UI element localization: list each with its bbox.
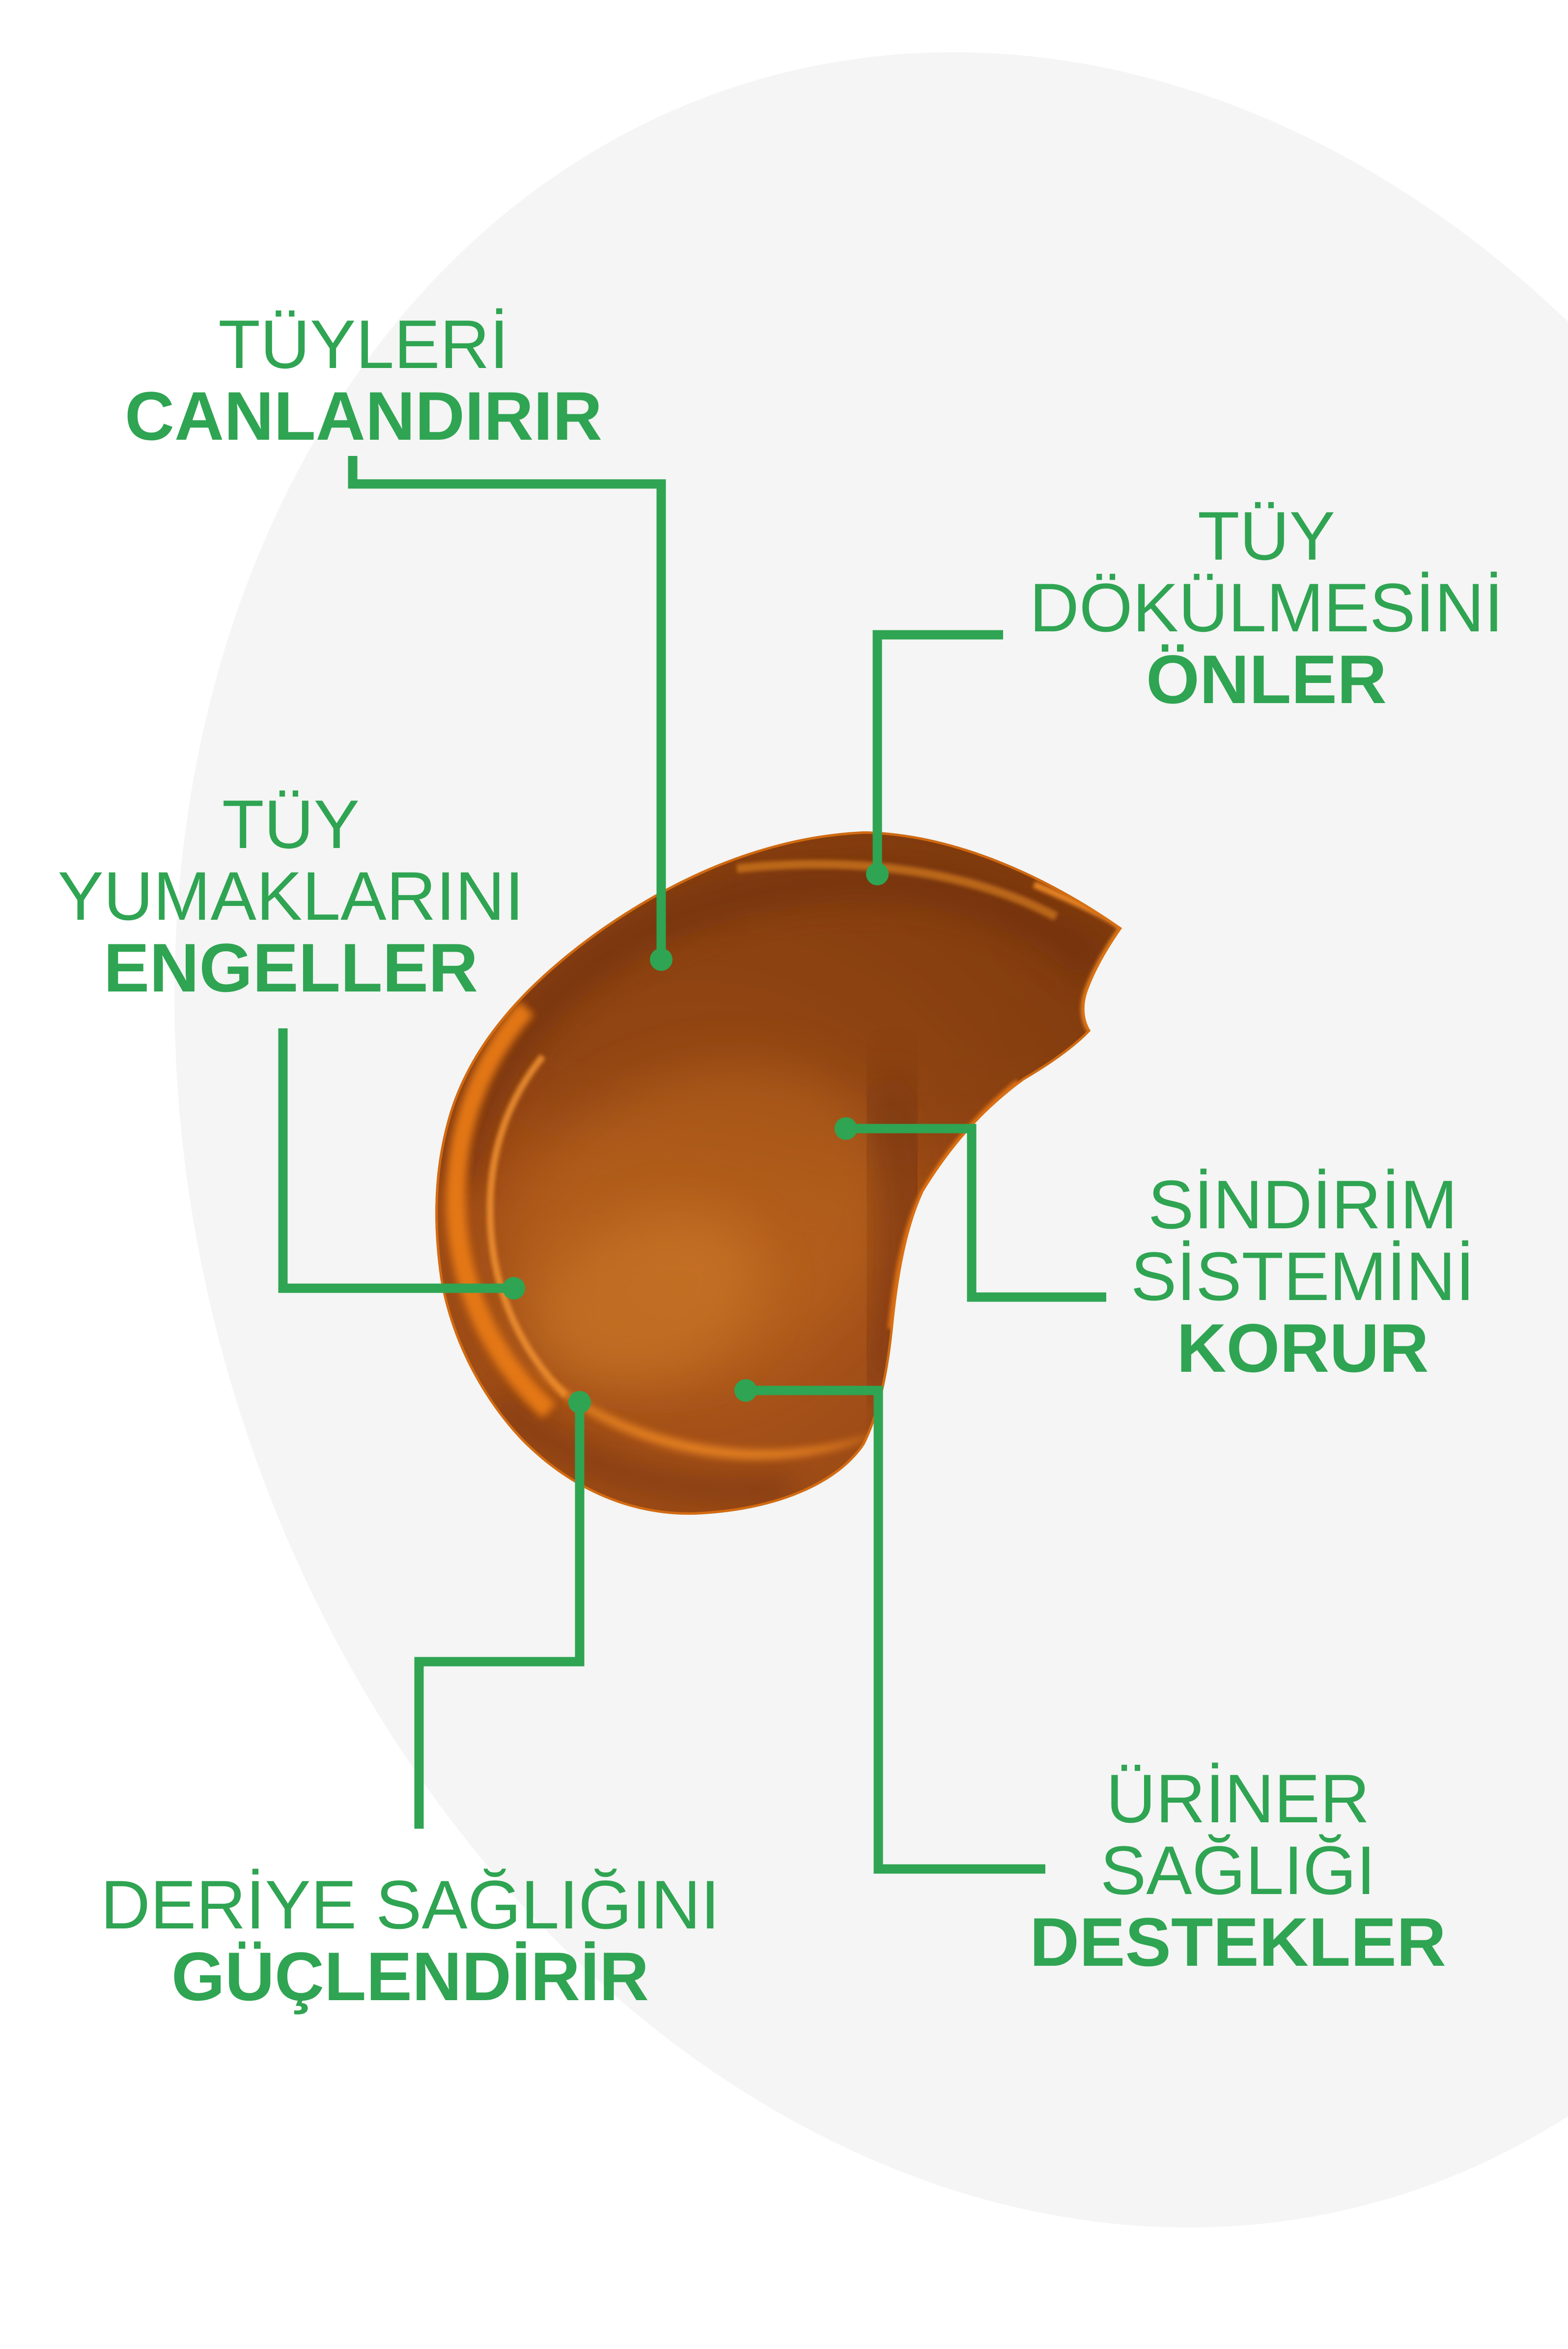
callout-dots xyxy=(503,863,889,1414)
benefit-label-protects-digestive-system-line2: SİSTEMİNİ xyxy=(1130,1238,1475,1315)
benefit-label-prevents-shedding-line2: DÖKÜLMESİNİ xyxy=(1029,569,1504,646)
connector-top-left-dot xyxy=(650,948,672,971)
benefit-label-supports-urinary-health-line1: ÜRİNER xyxy=(1106,1760,1370,1837)
connector-bottom-right-dot xyxy=(734,1379,757,1402)
benefit-label-prevents-hairballs: TÜY YUMAKLARINI ENGELLER xyxy=(57,789,524,1004)
benefit-label-prevents-shedding: TÜY DÖKÜLMESİNİ ÖNLER xyxy=(1030,500,1504,715)
benefit-label-protects-digestive-system: SİNDİRİM SİSTEMİNİ KORUR xyxy=(1131,1169,1475,1384)
connector-bottom-left-line xyxy=(414,1402,585,1829)
connector-bottom-right-line xyxy=(746,1386,1045,1874)
connector-mid-right-dot xyxy=(835,1117,857,1140)
benefit-label-protects-digestive-system-line1: SİNDİRİM xyxy=(1148,1166,1457,1243)
connector-mid-left-dot xyxy=(503,1277,525,1300)
connector-top-left-line xyxy=(348,456,666,959)
benefit-label-revives-fur-line2: CANLANDIRIR xyxy=(124,377,603,454)
connector-mid-right-line xyxy=(846,1124,1106,1302)
callout-connectors xyxy=(278,456,1106,1874)
benefit-label-strengthens-skin-health-line2: GÜÇLENDİRİR xyxy=(171,1938,649,2015)
benefit-label-protects-digestive-system-line3: KORUR xyxy=(1176,1309,1429,1387)
benefit-label-revives-fur-line1: TÜYLERİ xyxy=(218,306,509,383)
benefit-label-supports-urinary-health-line2: SAĞLIĞI xyxy=(1100,1832,1376,1909)
benefit-label-prevents-shedding-line3: ÖNLER xyxy=(1146,641,1387,718)
benefit-label-prevents-hairballs-line1: TÜY xyxy=(222,786,360,863)
connector-mid-left-line xyxy=(278,1028,514,1293)
benefit-label-supports-urinary-health-line3: DESTEKLER xyxy=(1030,1903,1446,1981)
benefit-label-strengthens-skin-health: DERİYE SAĞLIĞINI GÜÇLENDİRİR xyxy=(101,1869,720,2012)
benefit-label-revives-fur: TÜYLERİ CANLANDIRIR xyxy=(125,309,602,452)
connector-top-right-line xyxy=(872,630,1003,874)
benefit-label-prevents-shedding-line1: TÜY xyxy=(1198,497,1335,574)
benefit-label-supports-urinary-health: ÜRİNER SAĞLIĞI DESTEKLER xyxy=(1030,1763,1446,1978)
malt-paste-smear xyxy=(435,831,1122,1515)
connector-top-right-dot xyxy=(866,863,889,885)
connector-bottom-left-dot xyxy=(568,1391,591,1414)
benefit-label-prevents-hairballs-line3: ENGELLER xyxy=(103,929,478,1006)
benefit-label-prevents-hairballs-line2: YUMAKLARINI xyxy=(57,857,524,934)
benefit-label-strengthens-skin-health-line1: DERİYE SAĞLIĞINI xyxy=(100,1866,720,1943)
